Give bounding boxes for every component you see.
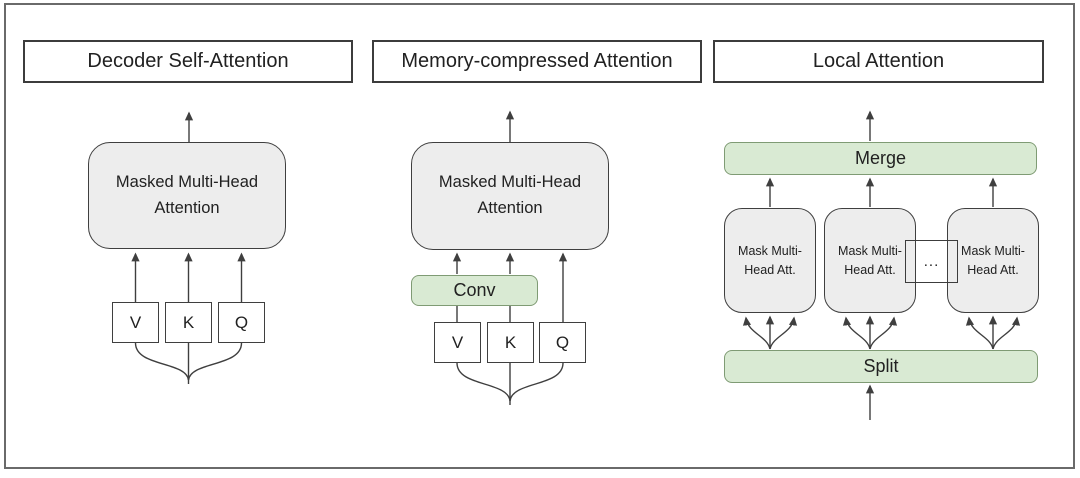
local-merge-box: Merge — [724, 142, 1037, 175]
local-ellipsis-box: ... — [905, 240, 958, 283]
local-mask-box-3: Mask Multi-Head Att. — [947, 208, 1039, 313]
outer-frame — [4, 3, 1075, 469]
local-split-box: Split — [724, 350, 1038, 383]
local-title-box: Local Attention — [713, 40, 1044, 83]
memory-q-box: Q — [539, 322, 586, 363]
local-mask-box-1: Mask Multi-Head Att. — [724, 208, 816, 313]
local-fan1-left — [742, 316, 771, 350]
decoder-attention-box: Masked Multi-Head Attention — [88, 142, 286, 249]
local-fan3-right — [992, 316, 1021, 350]
memory-conv-box: Conv — [411, 275, 538, 306]
memory-title-box: Memory-compressed Attention — [372, 40, 702, 83]
local-fan2-left — [842, 316, 871, 350]
memory-attention-box: Masked Multi-Head Attention — [411, 142, 609, 250]
local-mask-box-2: Mask Multi-Head Att. — [824, 208, 916, 313]
decoder-fork-left — [134, 342, 190, 381]
decoder-q-box: Q — [218, 302, 265, 343]
local-fan1-right — [769, 316, 798, 350]
memory-fork-left — [456, 362, 511, 402]
decoder-v-box: V — [112, 302, 159, 343]
decoder-k-box: K — [165, 302, 212, 343]
memory-k-box: K — [487, 322, 534, 363]
memory-v-box: V — [434, 322, 481, 363]
memory-fork-right — [509, 362, 564, 402]
local-fan3-left — [965, 316, 994, 350]
decoder-fork-right — [187, 342, 243, 381]
decoder-title-box: Decoder Self-Attention — [23, 40, 353, 83]
local-fan2-right — [869, 316, 898, 350]
